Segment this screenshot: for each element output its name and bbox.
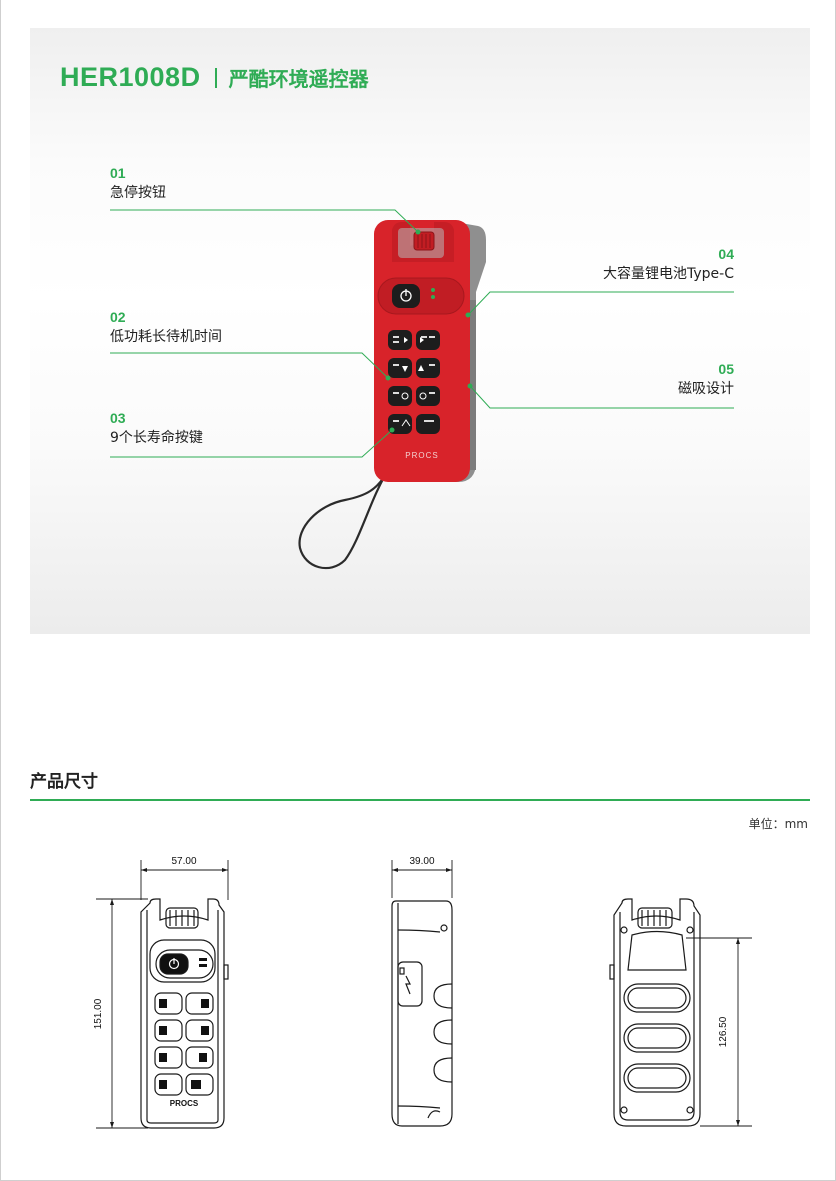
feature-label: 急停按钮 — [110, 185, 166, 201]
device-brand-label: PROCS — [405, 451, 438, 460]
page-edge-left — [0, 0, 1, 1181]
feature-label: 低功耗长待机时间 — [110, 329, 222, 345]
back-view-drawing — [609, 898, 701, 1127]
title-divider — [214, 67, 217, 88]
feature-number: 03 — [110, 410, 126, 426]
section-divider — [30, 799, 810, 801]
emergency-stop-icon — [413, 231, 435, 251]
keypad — [388, 330, 440, 434]
feature-number: 05 — [718, 361, 734, 377]
device-illustration: PROCS — [110, 209, 734, 570]
feature-number: 04 — [718, 246, 734, 262]
dim-side-depth — [391, 860, 453, 898]
feature-number: 01 — [110, 165, 126, 181]
lanyard-cord — [298, 469, 389, 570]
power-panel — [377, 277, 465, 315]
feature-01: 01 急停按钮 — [110, 165, 166, 203]
drawing-brand-label: PROCS — [170, 1099, 199, 1108]
callout-leaders — [110, 209, 734, 458]
dim-front-height-label: 151.00 — [93, 998, 104, 1029]
section-title-dimensions: 产品尺寸 — [30, 772, 98, 792]
feature-02: 02 低功耗长待机时间 — [110, 309, 222, 347]
page-title: HER1008D 严酷环境遥控器 — [60, 62, 369, 93]
feature-label: 磁吸设计 — [678, 381, 734, 397]
dim-back-height — [686, 937, 752, 1127]
feature-label: 大容量锂电池Type-C — [603, 266, 734, 282]
model-name: HER1008D — [60, 62, 201, 92]
dim-front-width-label: 57.00 — [171, 856, 196, 867]
dim-front-height — [96, 898, 148, 1129]
feature-05: 05 磁吸设计 — [678, 361, 734, 399]
status-led-icon — [431, 288, 435, 292]
dim-front-width — [140, 860, 229, 900]
side-view-drawing — [391, 900, 453, 1127]
product-subtitle: 严酷环境遥控器 — [228, 67, 369, 91]
feature-number: 02 — [110, 309, 126, 325]
feature-03: 03 9个长寿命按键 — [110, 410, 203, 448]
front-view-drawing — [140, 898, 229, 1129]
dim-back-height-label: 126.50 — [718, 1016, 729, 1047]
dim-side-depth-label: 39.00 — [409, 856, 434, 867]
unit-label: 单位：mm — [748, 817, 808, 831]
feature-04: 04 大容量锂电池Type-C — [603, 246, 734, 284]
feature-label: 9个长寿命按键 — [110, 430, 203, 446]
